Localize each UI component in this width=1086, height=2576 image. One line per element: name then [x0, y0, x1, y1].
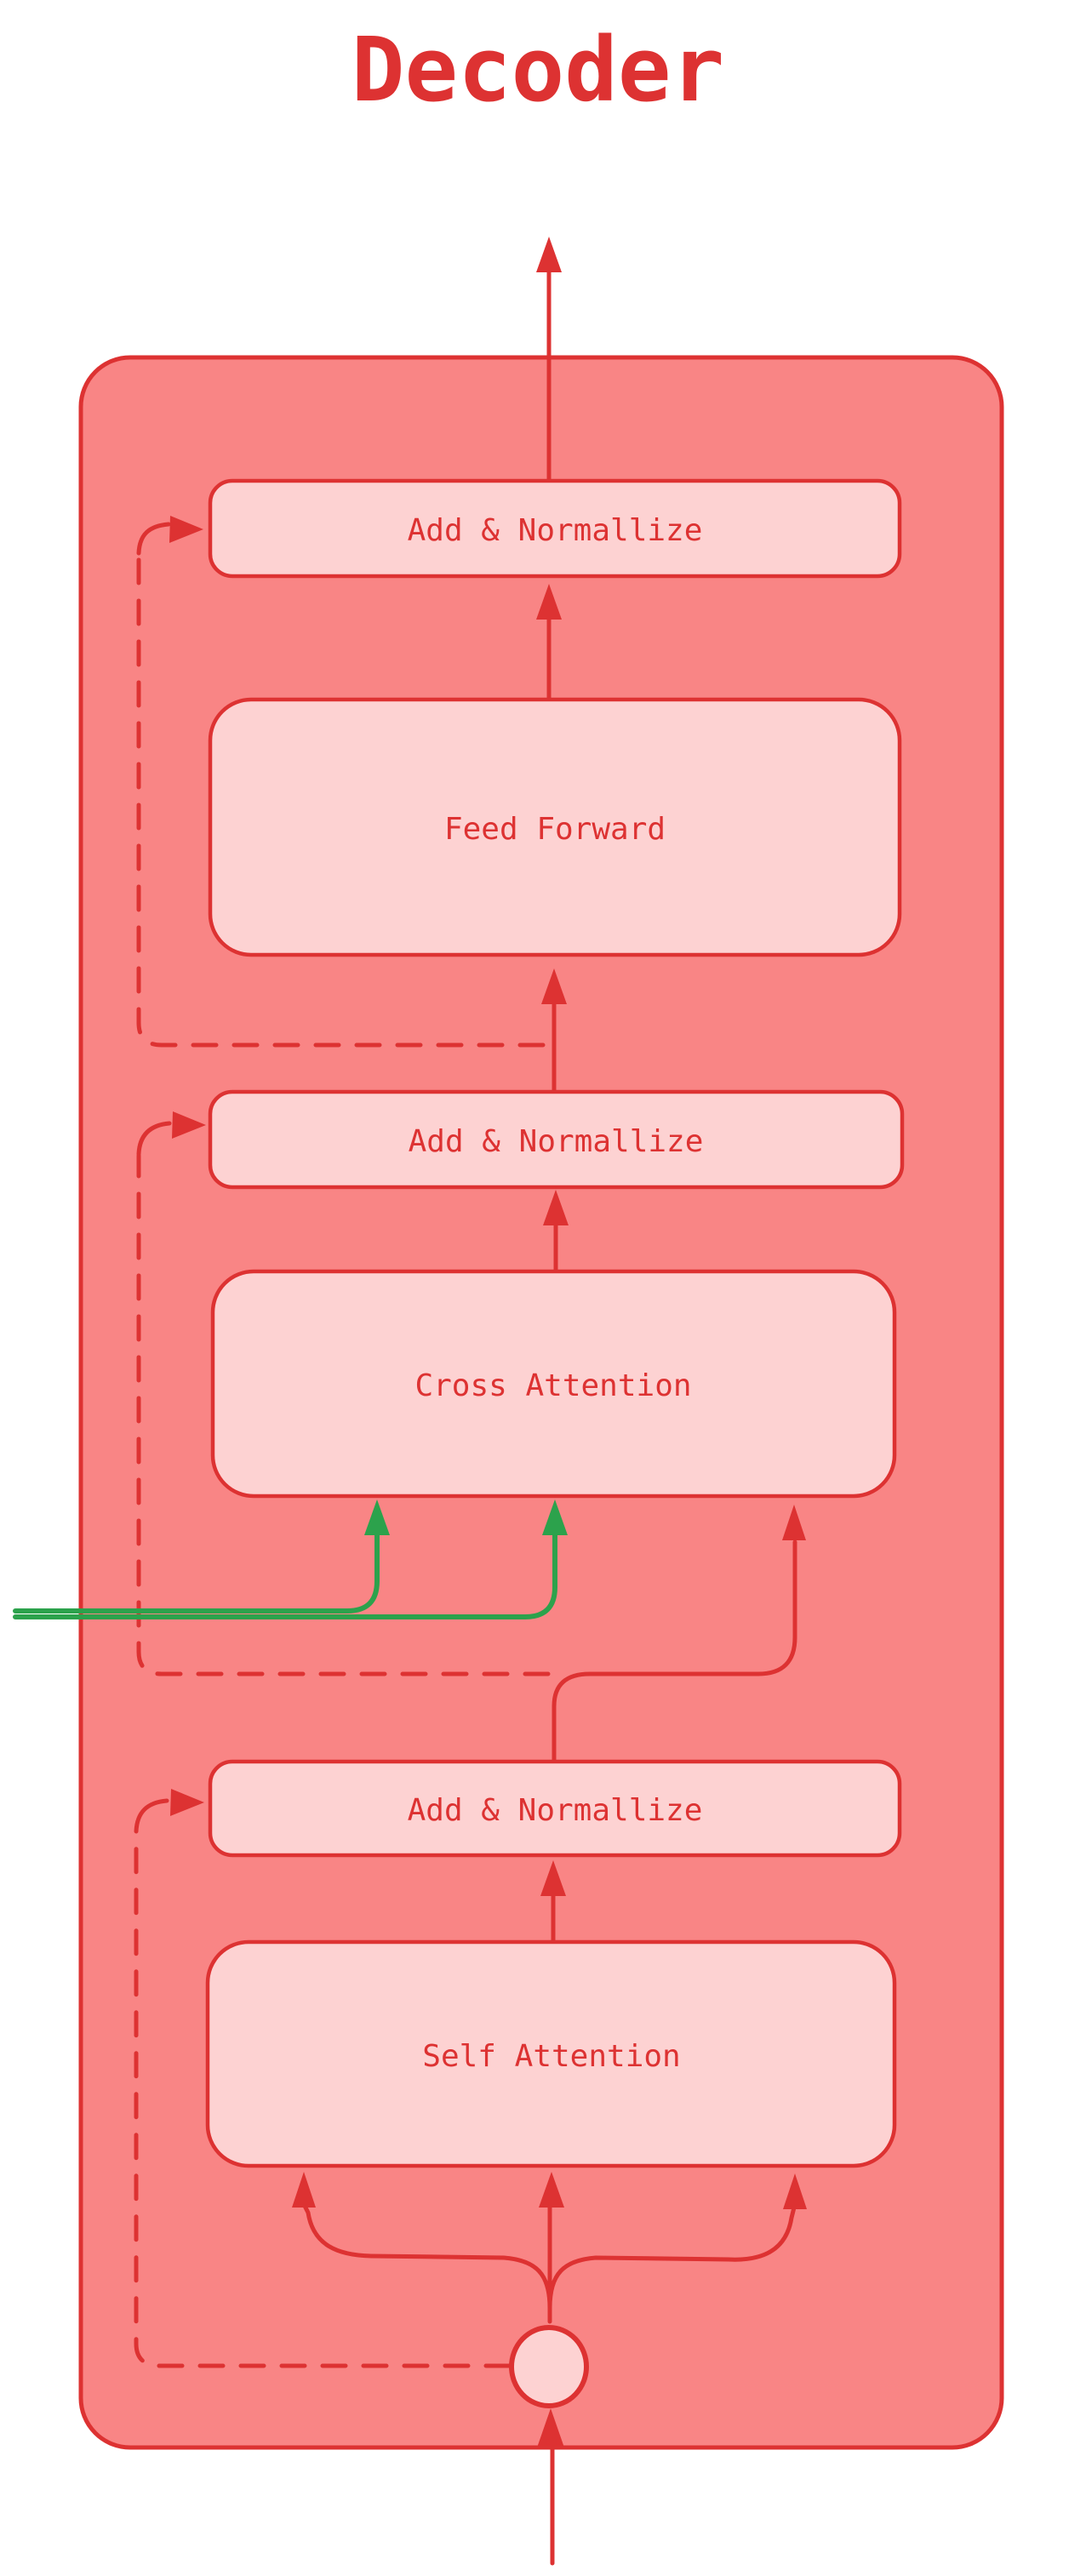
- add-norm-top-box: [208, 478, 902, 579]
- arrowhead-trident-left: [292, 2172, 316, 2208]
- skip-cross-attention: [136, 1153, 551, 1676]
- arrowhead-encoder-right: [542, 1499, 568, 1535]
- arrowhead-skip-ca: [172, 1111, 206, 1139]
- edge-trident-left: [302, 2203, 552, 2310]
- skip-self-attention: [134, 1831, 512, 2368]
- self-attention-label: Self Attention: [422, 2039, 680, 2074]
- skip-ca-hook: [136, 1121, 172, 1157]
- skip-feed-forward: [136, 552, 546, 1048]
- arrowhead-trident-center: [539, 2172, 564, 2208]
- node-add-norm-top: Add & Normallize: [208, 478, 902, 579]
- edge-encoder-left: [13, 1528, 380, 1614]
- node-feed-forward: Feed Forward: [208, 697, 902, 957]
- arrowhead-ff-antop: [536, 584, 562, 620]
- arrowhead-ca-anmid: [543, 1190, 569, 1225]
- cross-attention-box: [210, 1269, 897, 1499]
- skip-connections: [134, 516, 551, 2368]
- skip-ff-hook: [136, 522, 171, 556]
- edge-trident-right: [547, 2205, 797, 2310]
- node-add-norm-bottom: Add & Normallize: [208, 1759, 902, 1858]
- node-cross-attention: Cross Attention: [210, 1269, 897, 1499]
- arrowhead-output: [536, 237, 562, 272]
- page-title: Decoder: [352, 18, 724, 122]
- arrowhead-anbottom-ca: [782, 1505, 806, 1540]
- flow-arrows-red: [292, 237, 807, 2566]
- feed-forward-label: Feed Forward: [444, 812, 666, 847]
- add-norm-top-label: Add & Normallize: [408, 513, 703, 548]
- arrowhead-encoder-left: [364, 1499, 390, 1535]
- edge-encoder-right: [13, 1528, 557, 1619]
- arrowhead-trident-right: [783, 2173, 807, 2209]
- arrowhead-sa-anbottom: [540, 1860, 566, 1896]
- arrowhead-skip-ff: [169, 516, 203, 543]
- merge-circle: [509, 2325, 589, 2408]
- add-norm-middle-box: [208, 1089, 905, 1190]
- node-add-norm-middle: Add & Normallize: [208, 1089, 905, 1190]
- cross-attention-label: Cross Attention: [414, 1368, 691, 1403]
- arrowhead-skip-sa: [170, 1789, 204, 1816]
- self-attention-box: [205, 1939, 897, 2168]
- add-norm-middle-label: Add & Normallize: [409, 1124, 704, 1159]
- node-self-attention: Self Attention: [205, 1939, 897, 2168]
- arrowhead-anmid-ff: [541, 968, 567, 1004]
- edge-anbottom-to-ca: [552, 1539, 797, 1762]
- add-norm-bottom-label: Add & Normallize: [408, 1793, 703, 1828]
- feed-forward-box: [208, 697, 902, 957]
- add-norm-bottom-box: [208, 1759, 902, 1858]
- skip-sa-hook: [134, 1798, 169, 1834]
- arrowhead-input: [537, 2408, 564, 2447]
- encoder-context-arrows: [13, 1499, 568, 1619]
